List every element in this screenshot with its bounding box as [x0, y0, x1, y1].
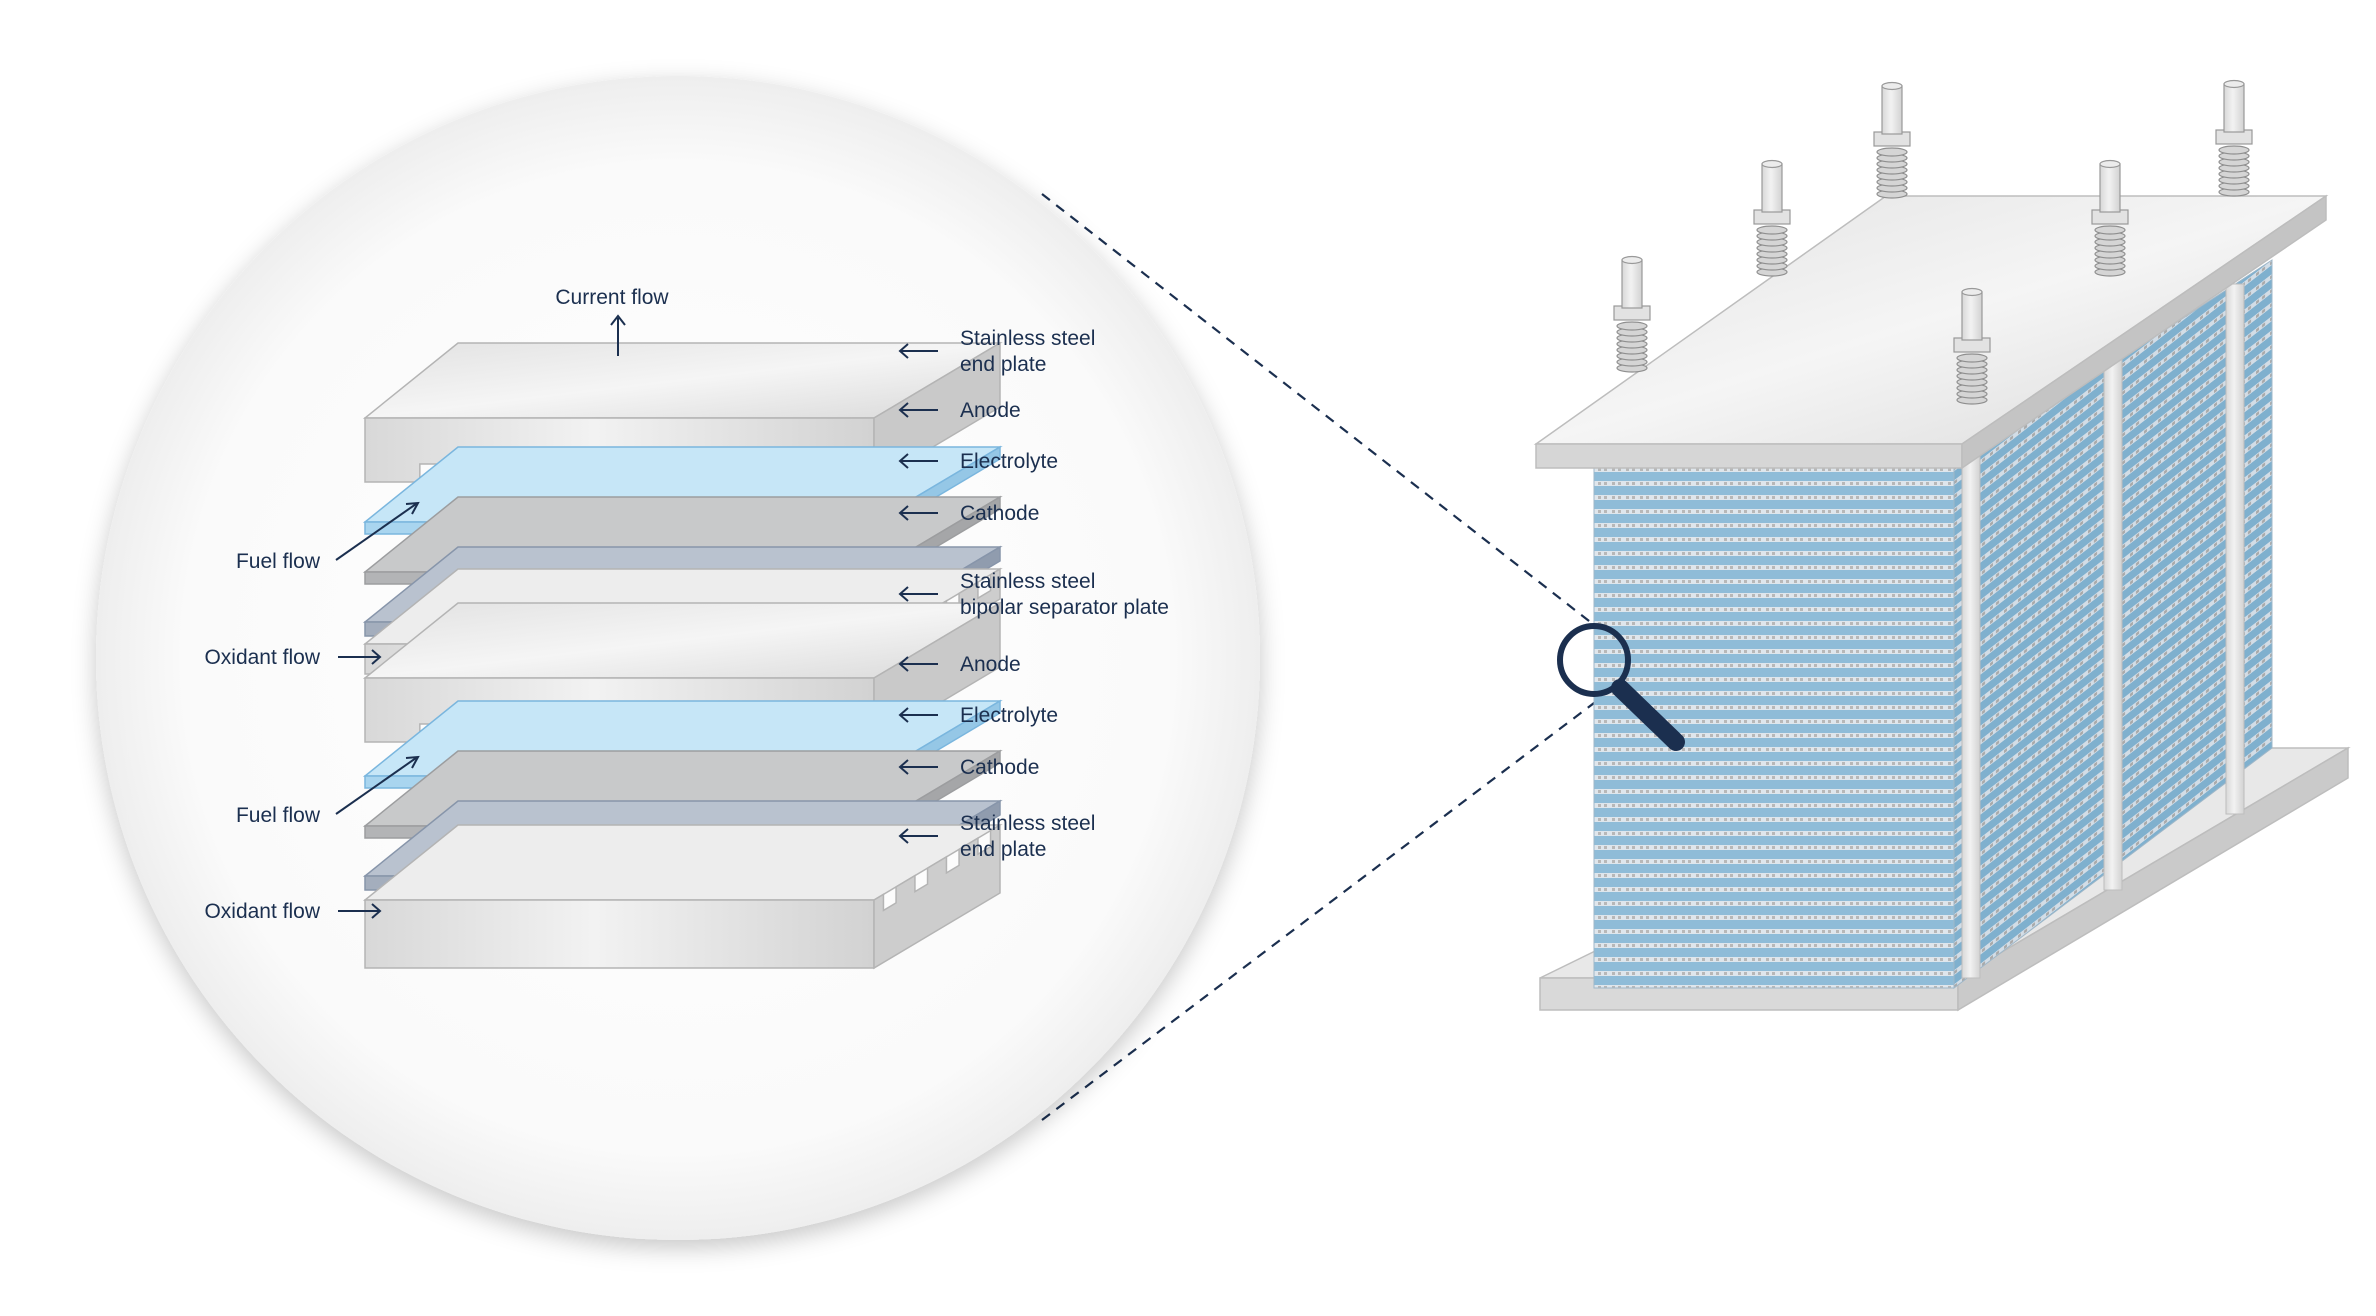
flow-label: Fuel flow — [236, 804, 321, 827]
fuel-cell-stack — [1533, 79, 2351, 1012]
layer-label: Stainless steel — [960, 812, 1095, 835]
flow-arrow — [335, 757, 417, 815]
bolts — [1613, 79, 2253, 405]
layer-label: bipolar separator plate — [960, 596, 1169, 619]
stack-front-face — [1593, 467, 1955, 989]
layer-label: Cathode — [960, 756, 1039, 779]
flow-arrow — [335, 503, 417, 561]
end-plate-top — [362, 341, 1003, 484]
zoom-line-bottom — [1041, 699, 1599, 1121]
bolt — [1613, 255, 1651, 373]
top-plate-front — [1535, 443, 1963, 469]
bottom-plate-side — [1957, 746, 2349, 1012]
tie-rod — [2103, 359, 2123, 891]
exploded-cell-layers — [362, 341, 1003, 970]
layer-label: Cathode — [960, 502, 1039, 525]
flow-label: Fuel flow — [236, 550, 321, 573]
current-flow-label: Current flow — [555, 286, 669, 309]
layer-label: Anode — [960, 399, 1021, 422]
layer-label: Electrolyte — [960, 704, 1058, 727]
bolt — [2091, 159, 2129, 277]
flow-label: Oxidant flow — [204, 900, 320, 923]
layer-label: Electrolyte — [960, 450, 1058, 473]
tie-rod — [1961, 447, 1981, 979]
layer-label: Anode — [960, 653, 1021, 676]
bolt — [1753, 159, 1791, 277]
magnifier-icon — [1557, 623, 1685, 751]
layer-label: end plate — [960, 353, 1046, 376]
tie-rod — [2225, 283, 2245, 815]
end-plate-bottom — [362, 823, 1003, 970]
bolt — [1953, 287, 1991, 405]
flow-label: Oxidant flow — [204, 646, 320, 669]
layer-label: end plate — [960, 838, 1046, 861]
layer-label: Stainless steel — [960, 327, 1095, 350]
bolt — [1873, 81, 1911, 199]
top-plate-side — [1961, 194, 2327, 470]
bolt — [2215, 79, 2253, 197]
layer-label: Stainless steel — [960, 570, 1095, 593]
zoom-line-top — [1041, 193, 1599, 629]
